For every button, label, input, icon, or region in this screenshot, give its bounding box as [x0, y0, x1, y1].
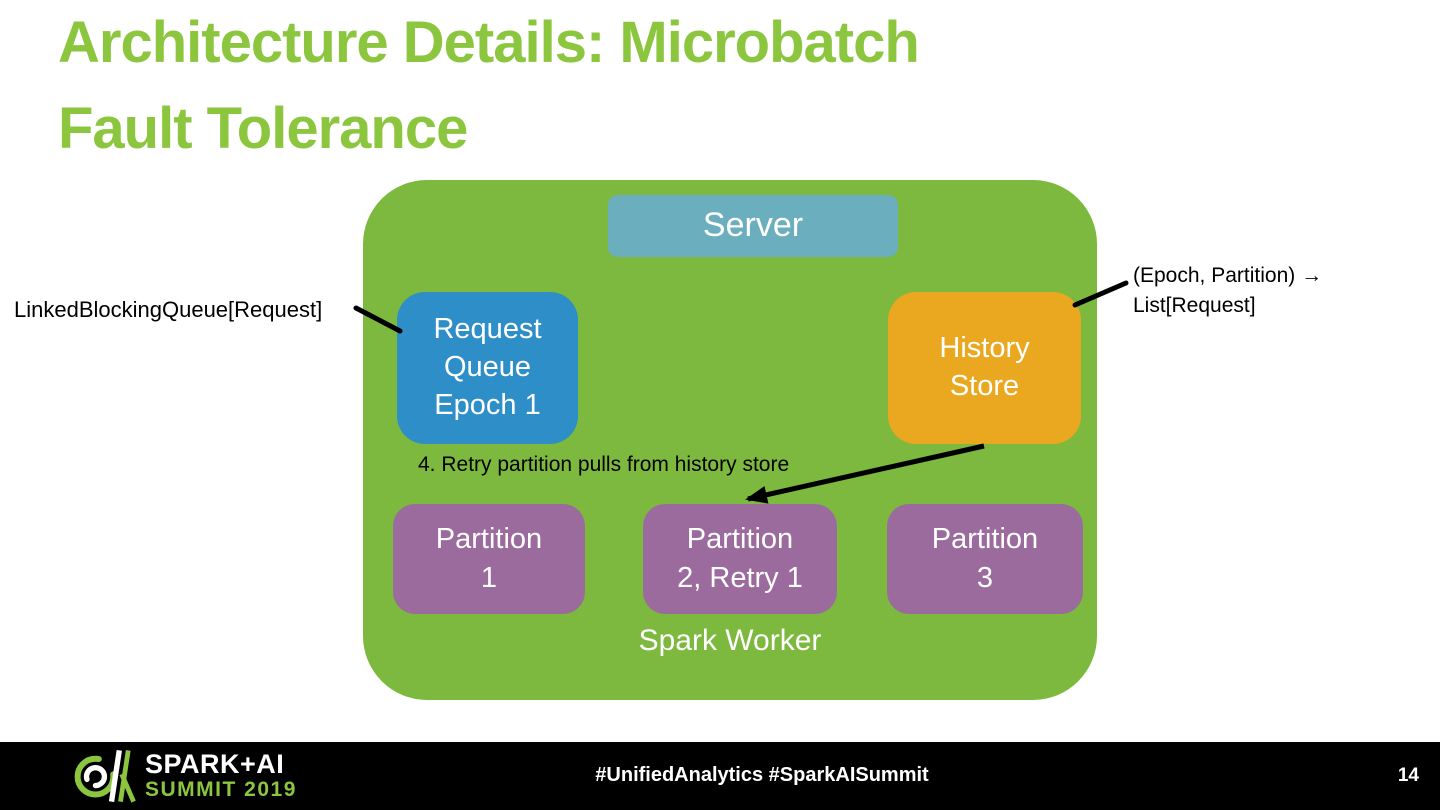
logo-text: SPARK+AI SUMMIT 2019 — [145, 750, 297, 802]
logo-subtitle: SUMMIT 2019 — [145, 778, 297, 801]
slide-title: Architecture Details: Microbatch Fault T… — [58, 10, 920, 161]
partition-2-node: Partition 2, Retry 1 — [643, 504, 837, 614]
partition-1-node: Partition 1 — [393, 504, 585, 614]
server-label: Server — [702, 206, 804, 245]
partition-3-label: Partition 3 — [931, 522, 1039, 594]
footer-hashtags: #UnifiedAnalytics #SparkAISummit — [595, 764, 929, 786]
spark-summit-logo: SPARK+AI SUMMIT 2019 — [74, 748, 297, 804]
partition-2-label: Partition 2, Retry 1 — [677, 522, 803, 594]
partition-1-label: Partition 1 — [435, 522, 543, 594]
history-store-label: History Store — [939, 332, 1030, 402]
spark-worker-label: Spark Worker — [638, 624, 822, 657]
request-queue-label: Request Queue Epoch 1 — [433, 313, 542, 421]
spark-summit-logo-icon — [74, 749, 136, 803]
history-type-annotation: (Epoch, Partition) → List[Request] — [1133, 264, 1323, 317]
partition-3-node: Partition 3 — [887, 504, 1083, 614]
footer-bar: SPARK+AI SUMMIT 2019 #UnifiedAnalytics #… — [0, 742, 1440, 810]
queue-type-annotation: LinkedBlockingQueue[Request] — [14, 297, 323, 322]
retry-step-note: 4. Retry partition pulls from history st… — [418, 453, 790, 476]
server-node: Server — [608, 195, 898, 257]
history-store-node: History Store — [888, 292, 1081, 444]
request-queue-node: Request Queue Epoch 1 — [397, 292, 578, 444]
page-number: 14 — [1397, 765, 1419, 786]
logo-title: SPARK+AI — [145, 749, 285, 779]
